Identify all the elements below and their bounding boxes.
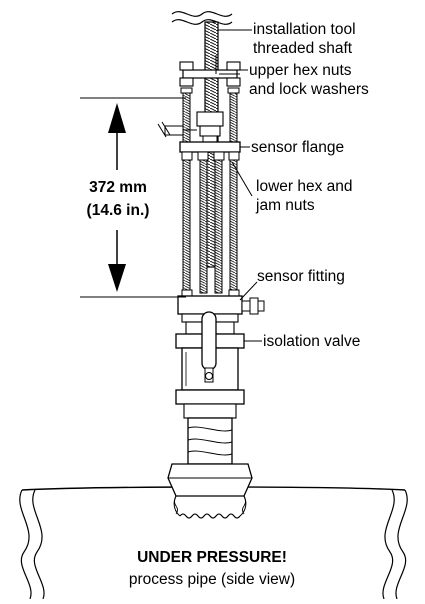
- sensor-head: [157, 111, 224, 143]
- weld-fitting: [167, 463, 253, 519]
- label-sensor-fitting: sensor fitting: [257, 268, 345, 285]
- isolation-valve: [175, 311, 245, 419]
- label-upper-nuts-line2: and lock washers: [249, 81, 369, 98]
- label-upper-nuts-line1: upper hex nuts: [249, 62, 352, 79]
- dimension-metric: 372 mm: [89, 179, 147, 196]
- leader-lines: [218, 29, 262, 342]
- label-tool-shaft-line1: installation tool: [253, 21, 356, 38]
- label-lower-nuts-line1: lower hex and: [256, 178, 353, 195]
- label-isolation-valve: isolation valve: [263, 333, 360, 350]
- label-tool-shaft-line2: threaded shaft: [253, 40, 353, 57]
- label-sensor-flange: sensor flange: [251, 139, 344, 156]
- sensor-fitting: [177, 289, 265, 323]
- tool-shaft-break: [171, 11, 233, 25]
- insertion-tube: [187, 417, 233, 465]
- pipe-warning: UNDER PRESSURE!: [137, 549, 287, 566]
- pipe-caption: process pipe (side view): [129, 571, 295, 588]
- dimension-imperial: (14.6 in.): [87, 202, 150, 219]
- upper-plate-assembly: [179, 55, 241, 94]
- dimension-arrow-up: [108, 103, 126, 133]
- dimension-indicator: [80, 97, 186, 298]
- label-lower-nuts-line2: jam nuts: [255, 197, 315, 214]
- dimension-arrow-down: [108, 264, 126, 292]
